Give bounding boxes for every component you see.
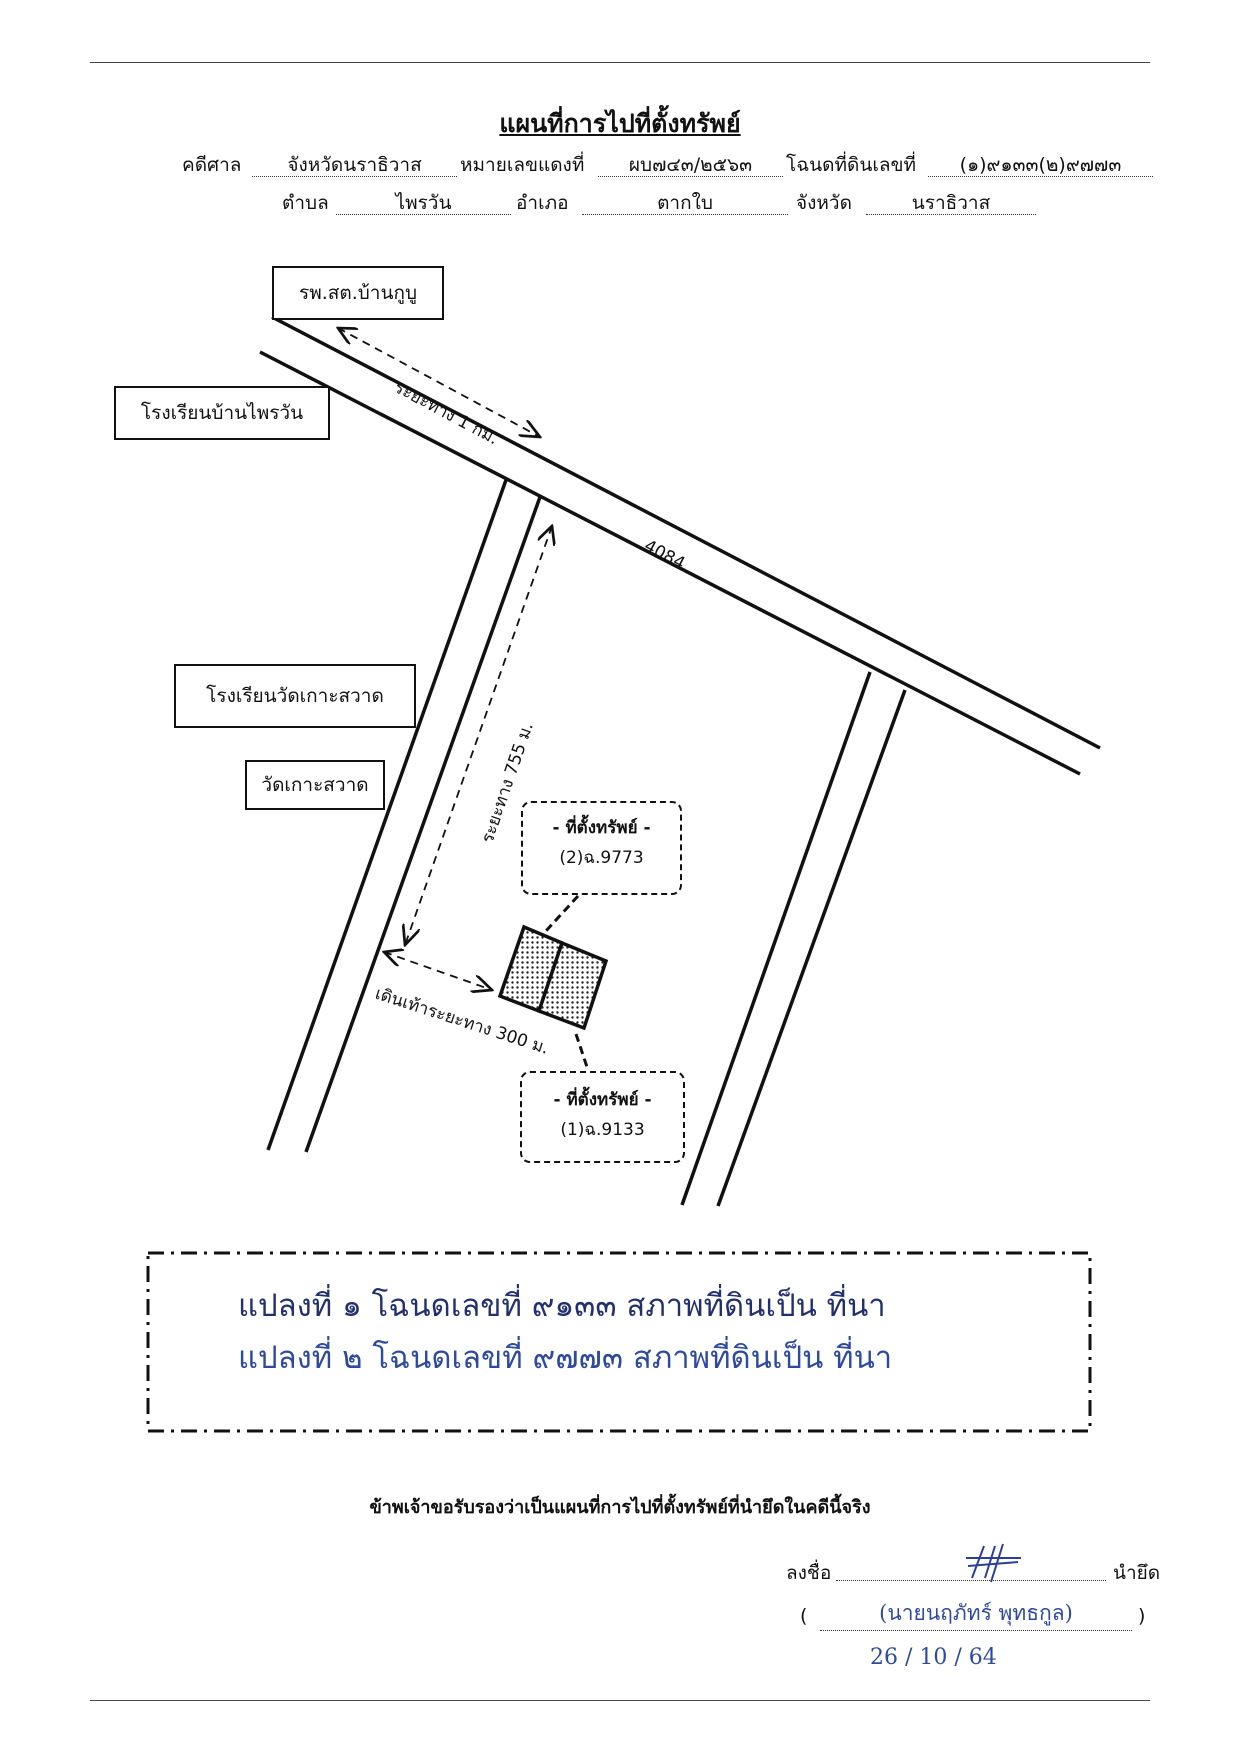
district-label: อำเภอ (516, 192, 569, 214)
red-number-label: หมายเลขแดงที่ (460, 154, 585, 176)
school-wat-box: โรงเรียนวัดเกาะสวาด (174, 664, 416, 728)
right-road-east-edge (716, 689, 907, 1207)
left-road-west-edge (266, 479, 508, 1151)
signature-line (836, 1580, 1106, 1581)
subdistrict-label: ตำบล (282, 192, 329, 214)
property-1-title: - ที่ตั้งทรัพย์ - (553, 1090, 652, 1110)
temple-box: วัดเกาะสวาด (245, 760, 385, 810)
certification-text: ข้าพเจ้าขอรับรองว่าเป็นแผนที่การไปที่ตั้… (369, 1497, 871, 1518)
deed-number-value: (๑)๙๑๓๓(๒)๙๗๗๓ (928, 150, 1153, 177)
callout-2-leader (543, 894, 580, 934)
document-title: แผนที่การไปที่ตั้งทรัพย์ (499, 109, 741, 138)
school-praiwan-box: โรงเรียนบ้านไพรวัน (114, 386, 330, 440)
red-number-value: ผบ๗๔๓/๒๕๖๓ (598, 150, 783, 177)
deed-number-label: โฉนดที่ดินเลขที่ (786, 154, 916, 176)
parcel-2 (536, 940, 609, 1031)
hospital-box: รพ.สต.บ้านกูบู (272, 266, 444, 320)
close-paren: ) (1138, 1605, 1146, 1627)
signed-date: 26 / 10 / 64 (870, 1645, 997, 1670)
property-2-title: - ที่ตั้งทรัพย์ - (552, 818, 651, 838)
district-value: ตากใบ (582, 188, 788, 215)
notes-line-1: แปลงที่ ๑ โฉนดเลขที่ ๙๑๓๓ สภาพที่ดินเป็น… (238, 1288, 886, 1324)
property-2-deed: (2)ฉ.9773 (559, 848, 644, 868)
role-label: นำยึด (1113, 1562, 1161, 1584)
subdistrict-value: ไพรวัน (336, 188, 511, 215)
bottom-rule (90, 1700, 1150, 1701)
distance-1km-arrow (338, 328, 540, 437)
notes-line-2: แปลงที่ ๒ โฉนดเลขที่ ๙๗๗๓ สภาพที่ดินเป็น… (238, 1340, 893, 1376)
signature-mark (966, 1543, 1021, 1583)
distance-755m-arrow (405, 526, 552, 945)
sign-label: ลงชื่อ (786, 1562, 832, 1584)
court-value: จังหวัดนราธิวาส (252, 150, 457, 177)
signer-name: (นายนฤภัทร์ พุทธกูล) (820, 1597, 1132, 1631)
property-2-callout: - ที่ตั้งทรัพย์ - (2)ฉ.9773 (521, 801, 682, 895)
property-1-callout: - ที่ตั้งทรัพย์ - (1)ฉ.9133 (520, 1071, 685, 1163)
court-label: คดีศาล (182, 154, 242, 176)
property-1-deed: (1)ฉ.9133 (560, 1120, 645, 1140)
open-paren: ( (800, 1605, 808, 1627)
top-rule (90, 62, 1150, 63)
callout-1-leader (574, 1033, 590, 1071)
province-value: นราธิวาส (866, 188, 1036, 215)
right-road-west-edge (680, 671, 872, 1206)
province-label: จังหวัด (796, 192, 852, 214)
notes-frame (146, 1251, 1092, 1433)
distance-walk-arrow (384, 952, 492, 990)
